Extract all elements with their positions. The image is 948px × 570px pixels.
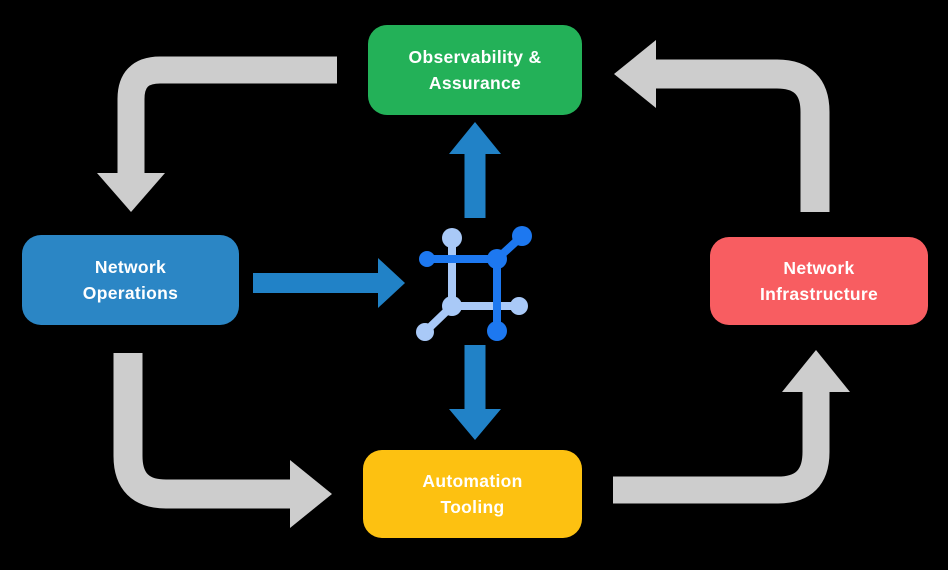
network-topology-icon xyxy=(416,226,532,341)
node-observability-label: Observability & Assurance xyxy=(408,46,542,93)
arrow-operations-to-center xyxy=(253,258,405,308)
node-network-operations: Network Operations xyxy=(22,235,239,325)
node-automation-label: Automation Tooling xyxy=(422,470,523,517)
node-infrastructure-label: Network Infrastructure xyxy=(760,257,878,304)
arrow-infrastructure-to-observability xyxy=(614,40,830,212)
node-operations-label: Network Operations xyxy=(82,256,179,303)
node-observability-assurance: Observability & Assurance xyxy=(368,25,582,115)
node-automation-tooling: Automation Tooling xyxy=(363,450,582,538)
arrow-center-to-observability xyxy=(449,122,501,218)
arrow-automation-to-infrastructure xyxy=(613,350,850,504)
arrow-center-to-automation xyxy=(449,345,501,440)
arrow-observability-to-operations xyxy=(97,56,337,212)
arrow-operations-to-automation xyxy=(113,353,332,528)
node-network-infrastructure: Network Infrastructure xyxy=(710,237,928,325)
